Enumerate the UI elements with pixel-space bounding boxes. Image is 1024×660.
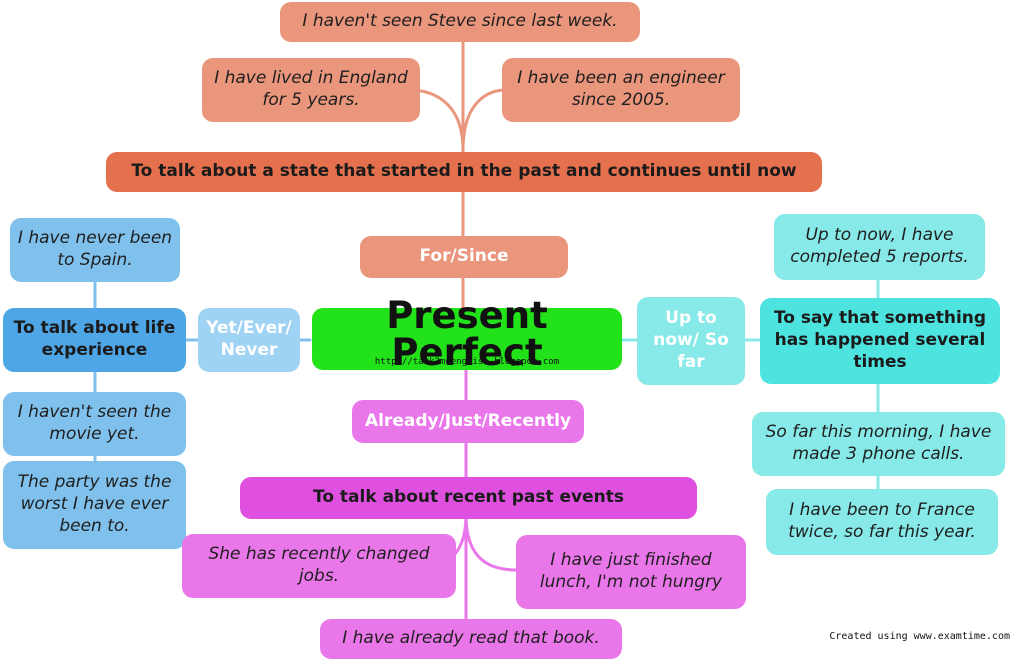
bottom-example-1: She has recently changed jobs. [182,534,456,598]
central-topic-url: http://talk2meenglish.blogspot.com [374,357,560,368]
right-example-1: Up to now, I have completed 5 reports. [774,214,985,280]
left-link-label: Yet/Ever/ Never [198,308,300,372]
central-topic: Present Perfect http://talk2meenglish.bl… [312,297,622,371]
top-heading: To talk about a state that started in th… [106,152,822,192]
right-heading: To say that something has happened sever… [760,298,1000,384]
bottom-heading: To talk about recent past events [240,477,697,519]
right-example-2: So far this morning, I have made 3 phone… [752,412,1005,476]
left-heading: To talk about life experience [3,308,186,372]
top-link-label: For/Since [360,236,568,278]
bottom-example-2: I have just finished lunch, I'm not hung… [516,535,746,609]
central-topic-title: Present Perfect [386,294,548,374]
right-example-3: I have been to France twice, so far this… [766,489,998,555]
top-example-3: I have been an engineer since 2005. [502,58,740,122]
left-example-2: I haven't seen the movie yet. [3,392,186,456]
connector-top-right [461,88,507,152]
bottom-link-label: Already/Just/Recently [352,400,584,443]
bottom-example-3: I have already read that book. [320,619,622,659]
connector-bottom-right [464,513,519,572]
left-example-3: The party was the worst I have ever been… [3,461,186,549]
credit-text: Created using www.examtime.com [829,631,1010,642]
left-example-1: I have never been to Spain. [10,218,180,282]
top-example-1: I haven't seen Steve since last week. [280,2,640,42]
right-link-label: Up to now/ So far [637,297,745,385]
top-example-2: I have lived in England for 5 years. [202,58,420,122]
